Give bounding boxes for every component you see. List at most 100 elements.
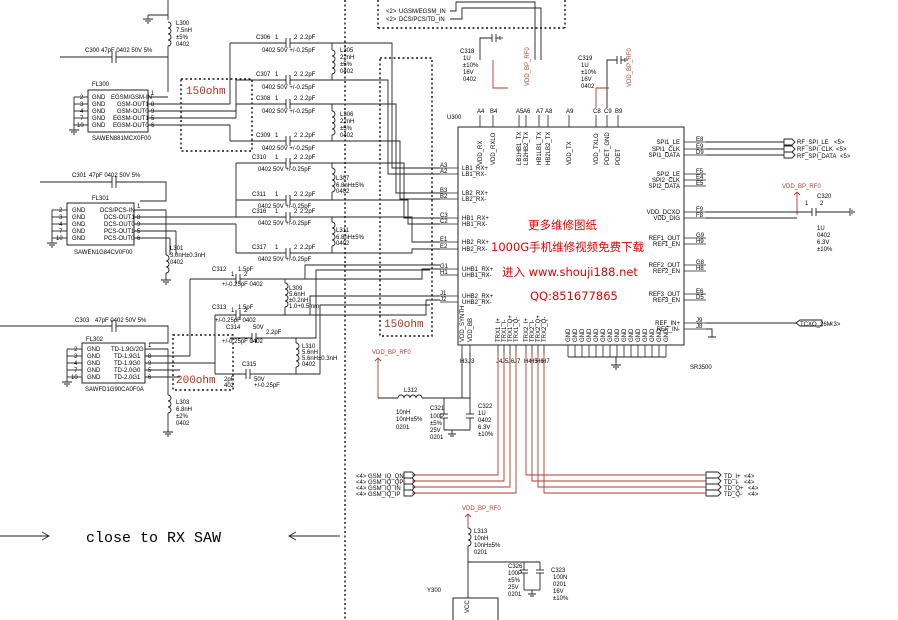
svg-text:22nH: 22nH bbox=[340, 119, 354, 125]
svg-text:10: 10 bbox=[56, 236, 63, 242]
svg-text:2.2pF: 2.2pF bbox=[300, 155, 316, 161]
l300-ref: L300 bbox=[176, 21, 190, 27]
left-pin-num: B3 bbox=[440, 188, 448, 194]
svg-text:<4>: <4> bbox=[744, 480, 755, 486]
gnd-pin-label: GND bbox=[615, 328, 621, 342]
left-pin-num: C3 bbox=[440, 213, 448, 219]
svg-text:1: 1 bbox=[275, 133, 279, 139]
svg-text:RF_SPI_CLK: RF_SPI_CLK bbox=[797, 147, 833, 153]
svg-text:7: 7 bbox=[59, 229, 63, 235]
svg-text:EGSM/GSM-IN: EGSM/GSM-IN bbox=[111, 95, 152, 101]
svg-text:±0.2nH: ±0.2nH bbox=[289, 298, 308, 304]
svg-text:25V: 25V bbox=[430, 428, 441, 434]
bottom-pin-num: H4 bbox=[524, 359, 532, 365]
gnd-pin-label: GND bbox=[608, 328, 614, 342]
bottom-pin-label: TRX1_Q+ bbox=[508, 315, 514, 342]
top-pin-num: A6 bbox=[523, 109, 531, 115]
svg-text:0402: 0402 bbox=[463, 77, 477, 83]
svg-text:2: 2 bbox=[294, 245, 298, 251]
spi-nets: RF_SPI_LE<5> RF_SPI_CLK<5> RF_SPI_DATA<5… bbox=[706, 138, 851, 160]
c300-value: 47pF 0402 50V 5% bbox=[101, 48, 153, 54]
top-pin-label: VDD_RXLO bbox=[491, 132, 497, 165]
svg-text:0402: 0402 bbox=[340, 69, 354, 75]
svg-text:6.8nH: 6.8nH bbox=[176, 407, 192, 413]
svg-text:2: 2 bbox=[294, 133, 298, 139]
svg-text:TD-1.9G0: TD-1.9G0 bbox=[114, 361, 141, 367]
svg-text:VDD_BP_RF0: VDD_BP_RF0 bbox=[462, 506, 501, 512]
svg-text:5: 5 bbox=[137, 229, 141, 235]
c300-ref: C300 bbox=[85, 48, 100, 54]
svg-text:C320: C320 bbox=[817, 194, 832, 200]
tcxo-net: TCXO_26M <3> bbox=[706, 319, 841, 338]
svg-text:±5%: ±5% bbox=[508, 578, 521, 584]
left-pin-label: UHB1_RX+ bbox=[462, 267, 494, 273]
svg-text:±10%: ±10% bbox=[553, 596, 569, 602]
svg-text:2: 2 bbox=[294, 192, 298, 198]
right-pin-label: REF_IN+ bbox=[655, 321, 680, 327]
svg-text:±10%: ±10% bbox=[478, 432, 494, 438]
svg-text:4: 4 bbox=[80, 109, 84, 115]
svg-text:Y300: Y300 bbox=[427, 588, 442, 594]
svg-text:<5>: <5> bbox=[834, 140, 845, 146]
svg-text:1U: 1U bbox=[463, 56, 471, 62]
svg-text:<4>: <4> bbox=[356, 480, 367, 486]
svg-text:C314: C314 bbox=[226, 325, 241, 331]
bottom-pin-num: H3 bbox=[460, 359, 468, 365]
svg-text:5.6nH: 5.6nH bbox=[289, 292, 305, 298]
svg-text:C315: C315 bbox=[242, 362, 257, 368]
svg-text:6: 6 bbox=[148, 375, 152, 381]
svg-text:10: 10 bbox=[77, 123, 84, 129]
svg-text:<4>: <4> bbox=[356, 474, 367, 480]
svg-text:GSM_IQ_QN: GSM_IQ_QN bbox=[368, 474, 404, 480]
svg-text:9: 9 bbox=[137, 222, 141, 228]
svg-text:GND: GND bbox=[87, 368, 101, 374]
left-pin-num: A3 bbox=[440, 163, 448, 169]
svg-text:10nH: 10nH bbox=[396, 410, 410, 416]
right-pin-num: D5 bbox=[696, 295, 704, 301]
svg-text:TD-2.0G0: TD-2.0G0 bbox=[114, 368, 141, 374]
svg-text:L313: L313 bbox=[474, 529, 488, 535]
saw-filter-fl301 bbox=[66, 202, 135, 246]
svg-text:5: 5 bbox=[151, 116, 155, 122]
svg-text:TD-1.9G1: TD-1.9G1 bbox=[114, 354, 141, 360]
svg-text:<4>: <4> bbox=[356, 486, 367, 492]
left-pin-num: C2 bbox=[440, 219, 448, 225]
svg-text:7: 7 bbox=[80, 116, 84, 122]
left-pin-label: LB1_RX- bbox=[462, 172, 486, 178]
right-pin-label: SPI2_DATA bbox=[649, 184, 680, 190]
svg-text:+/-0.25pF: +/-0.25pF bbox=[254, 383, 280, 389]
top-pin-num: B9 bbox=[615, 109, 623, 115]
svg-text:0402: 0402 bbox=[478, 418, 492, 424]
right-pin-num: D9 bbox=[696, 150, 704, 156]
svg-text:GND: GND bbox=[87, 347, 101, 353]
top-pin-label: LB1HB1_TX bbox=[517, 132, 523, 165]
left-pin-label: UHB1_RX- bbox=[462, 273, 492, 279]
right-pin-num: F9 bbox=[696, 207, 704, 213]
right-pin-num: E6 bbox=[696, 289, 704, 295]
bottom-pin-label: VDD_BB bbox=[468, 318, 474, 342]
svg-text:0201: 0201 bbox=[430, 435, 444, 441]
fl300-right-pins: 1 8 9 5 6 bbox=[148, 43, 237, 141]
left-pin-label: HB1_RX- bbox=[462, 222, 487, 228]
svg-text:10nH: 10nH bbox=[474, 536, 488, 542]
svg-text:0402: 0402 bbox=[340, 133, 354, 139]
svg-text:GND: GND bbox=[87, 375, 101, 381]
svg-text:DCS-OUT1: DCS-OUT1 bbox=[104, 215, 135, 221]
chip-bottom-pins: VDD_SYNTHH3VDD_BBJ3TRX1_I+J4TRX1_I-J5TRX… bbox=[460, 306, 550, 365]
svg-text:L301: L301 bbox=[170, 246, 184, 252]
svg-text:16V: 16V bbox=[463, 70, 474, 76]
svg-text:0402 50V +/-0.25pF: 0402 50V +/-0.25pF bbox=[258, 167, 312, 173]
svg-text:TCXO_26M: TCXO_26M bbox=[800, 322, 832, 328]
right-pin-num: F8 bbox=[696, 213, 704, 219]
c301-ref: C301 bbox=[72, 173, 87, 179]
svg-text:2: 2 bbox=[294, 209, 298, 215]
svg-text:+/-0.25pF 0402: +/-0.25pF 0402 bbox=[222, 339, 264, 345]
svg-text:C312: C312 bbox=[212, 267, 227, 273]
svg-text:±5%: ±5% bbox=[176, 35, 189, 41]
svg-text:C313: C313 bbox=[212, 305, 227, 311]
gnd-pin-label: GND bbox=[566, 328, 572, 342]
